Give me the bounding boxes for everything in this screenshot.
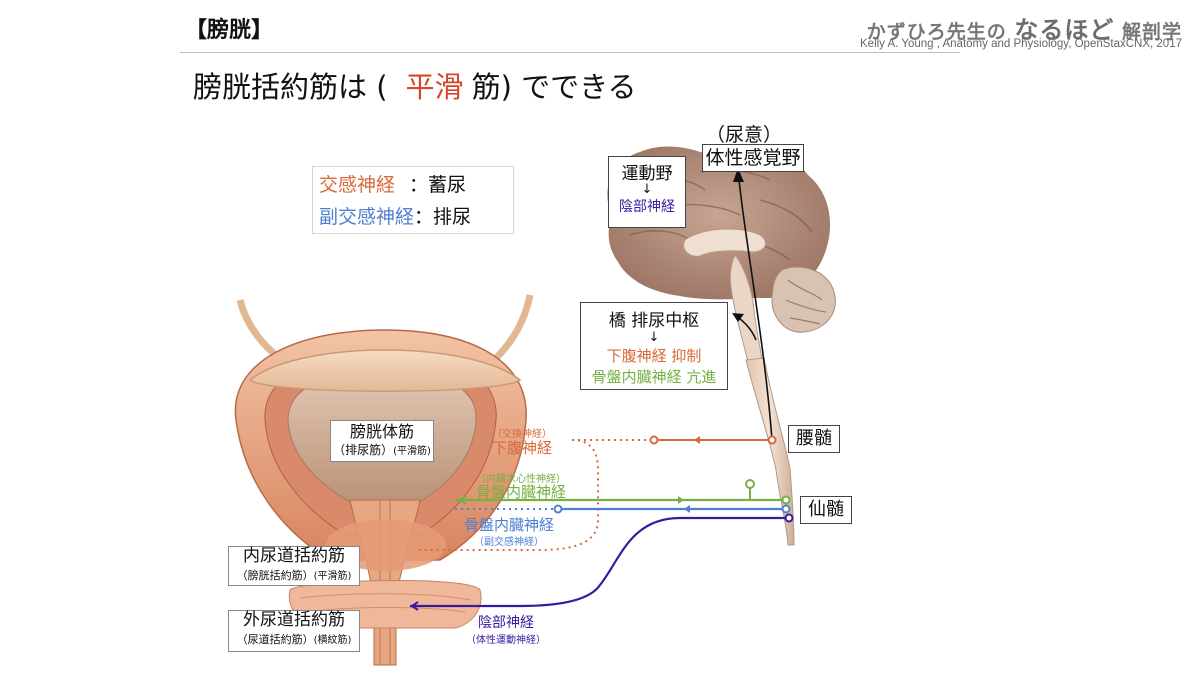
headline-answer: 平滑 [405,70,464,104]
section-title: 【膀胱】 [185,18,274,43]
sensory-area-label: 体性感覚野 [705,147,801,169]
pudendal-label-group: 陰部神経 （体性運動神経） [466,615,546,647]
sacral-box: 仙髄 [800,496,852,524]
external-sub: （尿道括約筋） [236,633,314,646]
ascending-arrowhead [733,168,744,182]
legend-row-parasympathetic: 副交感神経：排尿 [319,201,513,233]
hypogastric-inhibit-label: 下腹神経 抑制 [606,347,702,365]
sensory-area-box: 体性感覚野 [702,144,804,172]
urge-label: （尿意） [706,124,783,146]
pudendal-terminal [410,601,419,611]
legend-sympathetic-role: ：蓄尿 [409,174,467,196]
brand-prefix: かずひろ先生の [866,21,1007,43]
lumbar-box: 腰髄 [788,425,840,453]
legend-row-sympathetic: 交感神経 ：蓄尿 [319,169,513,201]
cerebellum [771,266,836,333]
pudendal-label: 陰部神経 [478,615,534,631]
hypogastric-ganglion [649,435,659,445]
pelvic-ganglion [553,504,563,514]
pons-box: 橋 排尿中枢 ↓ 下腹神経 抑制 骨盤内臓神経 亢進 [580,302,728,390]
internal-type: (平滑筋) [313,571,352,582]
brand-logo: かずひろ先生の なるほど 解剖学 [867,10,1182,45]
pelvic-sensory-origin [781,495,791,505]
headline: 膀胱括約筋は ( 平滑筋) でできる [193,64,637,106]
brand-suffix: 解剖学 [1121,21,1182,43]
peritoneum-cap [248,349,522,392]
hypogastric-sub: （交換神経） [492,429,552,440]
pudendal-sub: （体性運動神経） [466,635,546,646]
hypogastric-origin [767,435,777,445]
detrusor-label: 膀胱体筋 [349,422,414,441]
ascending-pathway [737,171,773,441]
external-sphincter-box: 外尿道括約筋 （尿道括約筋）(横紋筋) [228,610,360,652]
internal-sphincter-label: 内尿道括約筋 [243,546,345,566]
pelvic-motor-sub: （副交感神経） [474,537,544,548]
dorsal-root-ganglion [745,479,755,489]
headline-prefix: 膀胱括約筋は ( [193,70,388,104]
detrusor-sub: （排尿筋） [333,443,394,457]
external-type: (横紋筋) [313,635,352,646]
motor-area-box: 運動野 ↓ 陰部神経 [608,156,686,228]
pelvic-motor-origin [781,504,791,514]
pudendal-nerve [410,516,788,608]
pons-label: 橋 排尿中枢 [608,311,700,331]
lumbar-label: 腰髄 [796,428,832,449]
motor-area-label: 運動野 [621,164,673,184]
pelvic-promote-label: 骨盤内臓神経 亢進 [591,368,717,386]
credit-line: Kelly A. Young , Anatomy and Physiology,… [860,38,1182,50]
legend-parasympathetic: 副交感神経 [319,206,415,228]
brand-big: なるほど [1014,16,1115,44]
pelvic-sensory-sub: （内臓求心性神経） [476,474,566,485]
detrusor-type: (平滑筋) [393,446,431,457]
pons-arrowhead [732,313,744,322]
hypogastric-nerve-dotted [415,439,650,551]
cerebellum-folia [785,279,827,325]
pelvic-motor-arrow [684,505,690,513]
external-sphincter-label: 外尿道括約筋 [243,610,345,630]
pons-arrow-glyph: ↓ [648,330,660,345]
motor-arrow: ↓ [641,182,653,197]
header-divider [180,52,960,53]
pelvic-sensory-label: 骨盤内臓神経 [476,483,567,501]
legend-parasympathetic-role: ：排尿 [414,206,472,228]
pelvic-sensory-label-group: （内臓求心性神経） 骨盤内臓神経 [476,470,566,500]
nerve-legend: 交感神経 ：蓄尿 副交感神経：排尿 [312,166,514,234]
internal-sub: （膀胱括約筋） [236,569,314,582]
corpus-callosum [683,228,767,257]
detrusor-box: 膀胱体筋 （排尿筋）(平滑筋) [330,420,434,462]
sacral-label: 仙髄 [808,499,844,520]
pelvic-sensory-receptor [458,495,467,505]
pelvic-sensory-arrow [678,496,684,504]
hypogastric-arrow [694,436,700,444]
hypogastric-label-group: （交換神経） 下腹神経 [492,425,552,456]
hypogastric-label: 下腹神経 [492,439,553,457]
pelvic-motor-label-group: 骨盤内臓神経 （副交感神経） [464,517,554,548]
internal-sphincter-box: 内尿道括約筋 （膀胱括約筋）(平滑筋) [228,546,360,586]
pudendal-origin [784,513,794,523]
legend-sympathetic: 交感神経 [319,174,396,196]
motor-pudendal-label: 陰部神経 [619,199,675,215]
pelvic-motor-label: 骨盤内臓神経 [464,516,555,534]
headline-suffix: 筋) でできる [471,70,637,104]
